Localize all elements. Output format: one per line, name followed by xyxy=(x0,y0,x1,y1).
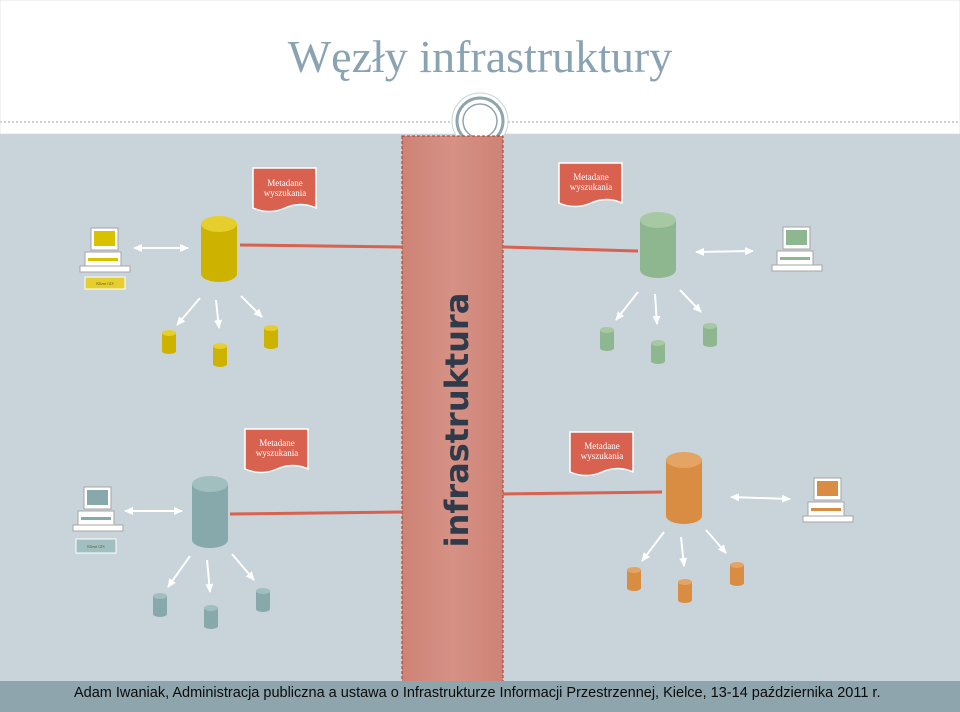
client-link-arrow xyxy=(730,493,791,503)
client-link-arrow xyxy=(695,247,754,256)
main-database-icon xyxy=(666,452,702,524)
node-3 xyxy=(72,428,309,629)
source-database-icon xyxy=(153,593,167,617)
connector-node-2 xyxy=(502,245,639,253)
main-database-icon xyxy=(201,216,237,282)
source-database-icon xyxy=(264,325,278,349)
main-database-icon xyxy=(640,212,676,278)
source-database-icon xyxy=(600,327,614,351)
metadata-document-icon xyxy=(244,428,309,474)
metadata-document-icon xyxy=(252,167,317,213)
computer-icon xyxy=(771,226,823,272)
node-4 xyxy=(569,431,854,603)
computer-icon xyxy=(802,477,854,523)
infrastructure-label: infrastruktura xyxy=(438,293,476,548)
footer-bar xyxy=(0,681,960,712)
client-label: Klient GIS xyxy=(96,281,114,286)
computer-icon xyxy=(79,227,131,273)
node-1 xyxy=(79,167,317,367)
connector-node-3 xyxy=(229,510,403,516)
connector-node-4 xyxy=(502,490,663,496)
source-database-icon xyxy=(651,340,665,364)
source-database-icon xyxy=(703,323,717,347)
infrastructure-bar xyxy=(401,135,504,705)
client-label-box xyxy=(84,276,126,290)
source-database-icon xyxy=(213,343,227,367)
source-database-icon xyxy=(627,567,641,591)
source-database-icon xyxy=(162,330,176,354)
source-database-icon xyxy=(730,562,744,586)
metadata-document-icon xyxy=(558,162,623,208)
source-database-icon xyxy=(256,588,270,612)
client-label-box xyxy=(75,538,117,554)
connector-node-1 xyxy=(239,243,403,249)
footer-text: Adam Iwaniak, Administracja publiczna a … xyxy=(74,685,881,701)
main-database-icon xyxy=(192,476,228,548)
source-database-icon xyxy=(204,605,218,629)
node-2 xyxy=(558,162,823,364)
slide-title: Węzły infrastruktury xyxy=(287,31,673,82)
client-label: Klient GIS xyxy=(87,544,105,549)
metadata-document-icon xyxy=(569,431,634,477)
source-database-icon xyxy=(678,579,692,603)
computer-icon xyxy=(72,486,124,532)
